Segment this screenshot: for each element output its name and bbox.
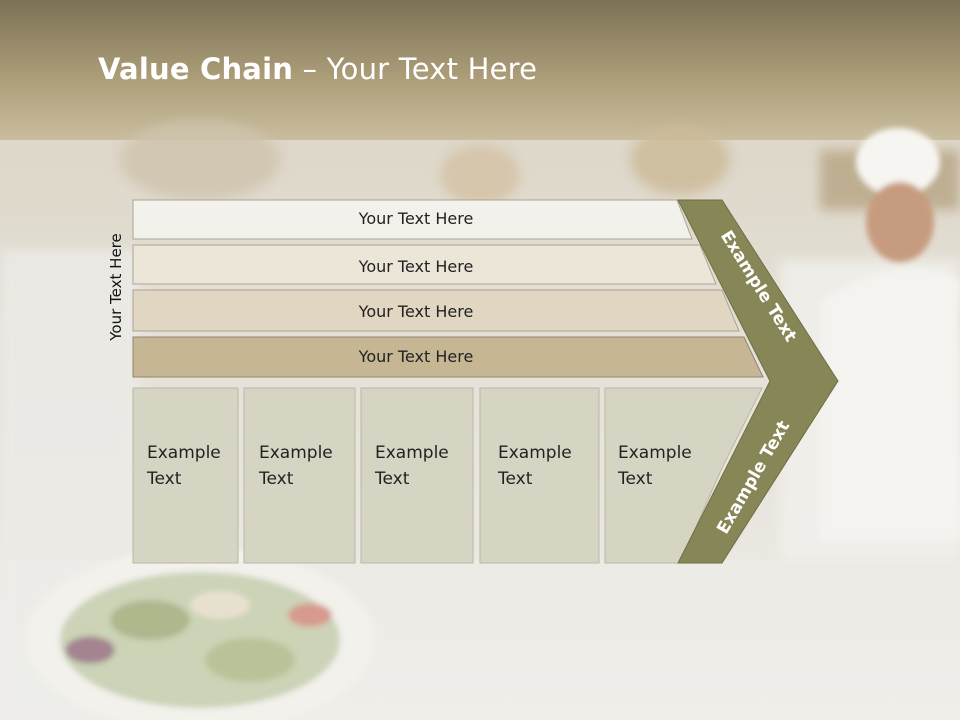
bar-1 [132, 199, 693, 240]
bar-4 [132, 336, 764, 378]
cell-1 [132, 387, 239, 564]
bar-3 [132, 289, 740, 332]
cell-3-line2: Text [374, 469, 410, 489]
cell-2-line1: Example [259, 443, 333, 463]
reflection-cell-4-line2: Text [497, 637, 533, 657]
reflection-cell-3-line2: Text [374, 637, 410, 657]
cell-2 [243, 387, 356, 564]
title-bold: Value Chain [98, 52, 294, 86]
cell-5 [604, 387, 763, 564]
reflection-cell-1-line2: Text [146, 637, 182, 657]
diagram-reflection: Example Text Example Text Example Text E… [133, 563, 823, 720]
cell-4-line1: Example [498, 443, 572, 463]
cell-5-line2: Text [617, 469, 653, 489]
bar-3-label: Your Text Here [358, 302, 474, 321]
cell-1-line1: Example [147, 443, 221, 463]
cell-3-line1: Example [375, 443, 449, 463]
cell-1-line2: Text [146, 469, 182, 489]
reflection-cell-3-line1: Example [375, 663, 449, 683]
cell-2-line2: Text [258, 469, 294, 489]
bar-2-label: Your Text Here [358, 257, 474, 276]
reflection-cell-5-line2: Text [617, 637, 653, 657]
reflection-cell-2-line2: Text [258, 637, 294, 657]
reflection-cell-1-line1: Example [147, 663, 221, 683]
reflection-cell-4-line1: Example [498, 663, 572, 683]
slide-title: Value Chain – Your Text Here [98, 52, 537, 86]
bar-4-label: Your Text Here [358, 347, 474, 366]
bar-2 [132, 244, 717, 285]
title-rest: – Your Text Here [293, 52, 538, 86]
cell-4 [479, 387, 600, 564]
bar-1-label: Your Text Here [358, 209, 474, 228]
cell-5-line1: Example [618, 443, 692, 463]
cell-4-line2: Text [497, 469, 533, 489]
cell-3 [360, 387, 474, 564]
reflection-cell-5-line1: Example [618, 663, 692, 683]
reflection-cell-2-line1: Example [259, 663, 333, 683]
